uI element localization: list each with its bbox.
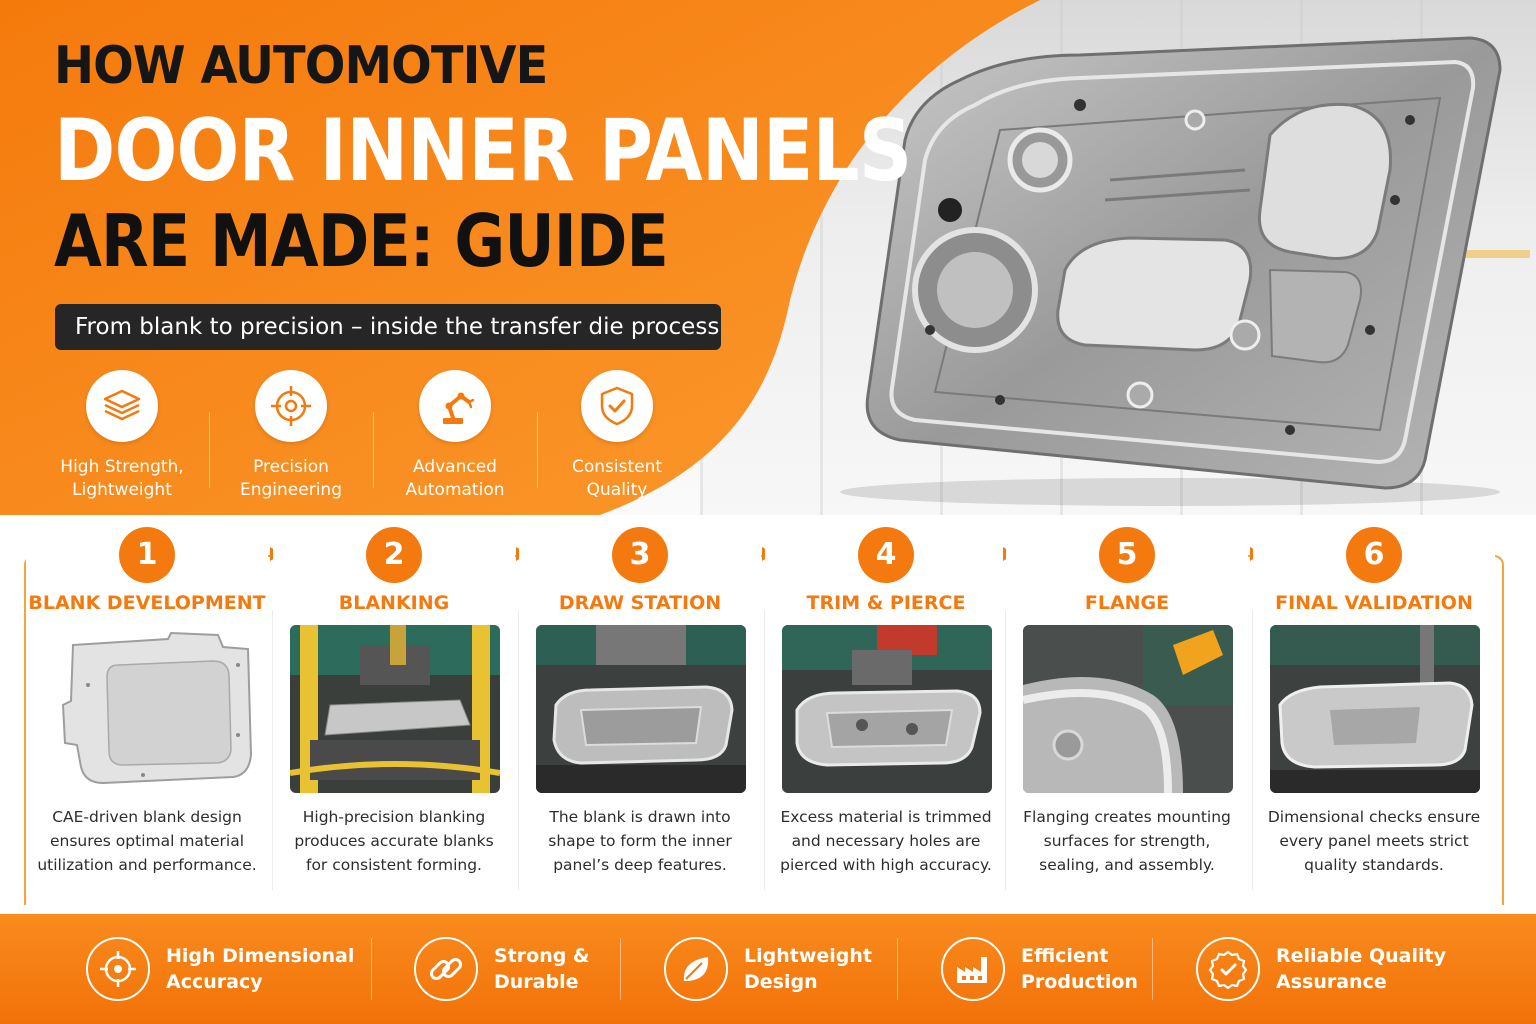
step-title: DRAW STATION (558, 592, 722, 614)
subtitle-banner: From blank to precision – inside the tra… (55, 304, 721, 350)
benefit-quality: Reliable Quality Assurance (1196, 936, 1446, 1002)
step-1: 1 BLANK DEVELOPMENT CAE-driven blank des… (26, 515, 268, 905)
step-title: FLANGE (1084, 592, 1170, 614)
step-3: 3 DRAW STATION The blank is drawn into s… (519, 515, 761, 905)
award-badge-icon (1196, 937, 1260, 1001)
step-4: 4 TRIM & PIERCE Excess material is trimm… (765, 515, 1007, 905)
step-2: 2 BLANKING High-precision blanking produ… (273, 515, 515, 905)
robot-arm-icon (419, 370, 491, 442)
step-description: Flanging creates mounting surfaces for s… (1023, 808, 1231, 874)
benefit-label: High Dimensional Accuracy (166, 945, 355, 993)
door-inner-panel-image (840, 36, 1502, 506)
feature-automation: Advanced Automation (373, 370, 537, 502)
feature-precision: Precision Engineering (209, 370, 373, 502)
step-number: 5 (1099, 527, 1155, 583)
step-number: 6 (1346, 527, 1402, 583)
step-6: 6 FINAL VALIDATION Dimensional checks en… (1253, 515, 1495, 905)
step-5: 5 FLANGE Flanging creates mounting surfa… (1006, 515, 1248, 905)
blanking-press-image (290, 625, 500, 793)
step-description: Dimensional checks ensure every panel me… (1267, 808, 1481, 874)
step-title: BLANKING (338, 592, 450, 614)
factory-icon (941, 937, 1005, 1001)
benefit-accuracy: High Dimensional Accuracy (86, 936, 354, 1002)
benefit-label: Efficient Production (1021, 945, 1138, 993)
feature-label: Precision Engineering (240, 457, 342, 500)
benefit-lightweight: Lightweight Design (664, 936, 872, 1002)
feature-quality: Consistent Quality (535, 370, 699, 502)
step-title: BLANK DEVELOPMENT (28, 592, 266, 614)
draw-station-image (536, 625, 746, 793)
feature-label: Advanced Automation (405, 457, 505, 500)
benefits-bar: High Dimensional Accuracy Strong & Durab… (0, 914, 1536, 1024)
crosshair-icon (86, 937, 150, 1001)
step-description: CAE-driven blank design ensures optimal … (37, 808, 257, 874)
leaf-icon (664, 937, 728, 1001)
benefit-label: Reliable Quality Assurance (1276, 945, 1446, 993)
step-title: FINAL VALIDATION (1275, 592, 1473, 614)
final-validation-image (1270, 625, 1480, 793)
feature-label: High Strength, Lightweight (60, 457, 184, 500)
title-line-1: HOW AUTOMOTIVE (54, 36, 548, 96)
benefit-durable: Strong & Durable (414, 936, 590, 1002)
shield-check-icon (581, 370, 653, 442)
blank-outline-image (43, 625, 253, 793)
target-icon (255, 370, 327, 442)
benefit-production: Efficient Production (941, 936, 1138, 1002)
step-description: Excess material is trimmed and necessary… (780, 808, 992, 874)
chain-link-icon (414, 937, 478, 1001)
title-line-2: DOOR INNER PANELS (54, 101, 912, 201)
step-description: High-precision blanking produces accurat… (294, 808, 494, 874)
trim-pierce-image (782, 625, 992, 793)
benefit-label: Strong & Durable (494, 945, 590, 993)
step-number: 4 (858, 527, 914, 583)
feature-label: Consistent Quality (571, 457, 663, 500)
step-description: The blank is drawn into shape to form th… (548, 808, 732, 874)
process-steps: 1 BLANK DEVELOPMENT CAE-driven blank des… (0, 515, 1536, 915)
step-title: TRIM & PIERCE (806, 592, 966, 614)
step-number: 3 (612, 527, 668, 583)
feature-strength: High Strength, Lightweight (40, 370, 204, 502)
step-number: 1 (119, 527, 175, 583)
title-line-3: ARE MADE: GUIDE (54, 199, 669, 283)
flange-image (1023, 625, 1233, 793)
hero-section: HOW AUTOMOTIVE DOOR INNER PANELS ARE MAD… (0, 0, 1536, 515)
benefit-label: Lightweight Design (744, 945, 872, 993)
layers-icon (86, 370, 158, 442)
step-number: 2 (366, 527, 422, 583)
